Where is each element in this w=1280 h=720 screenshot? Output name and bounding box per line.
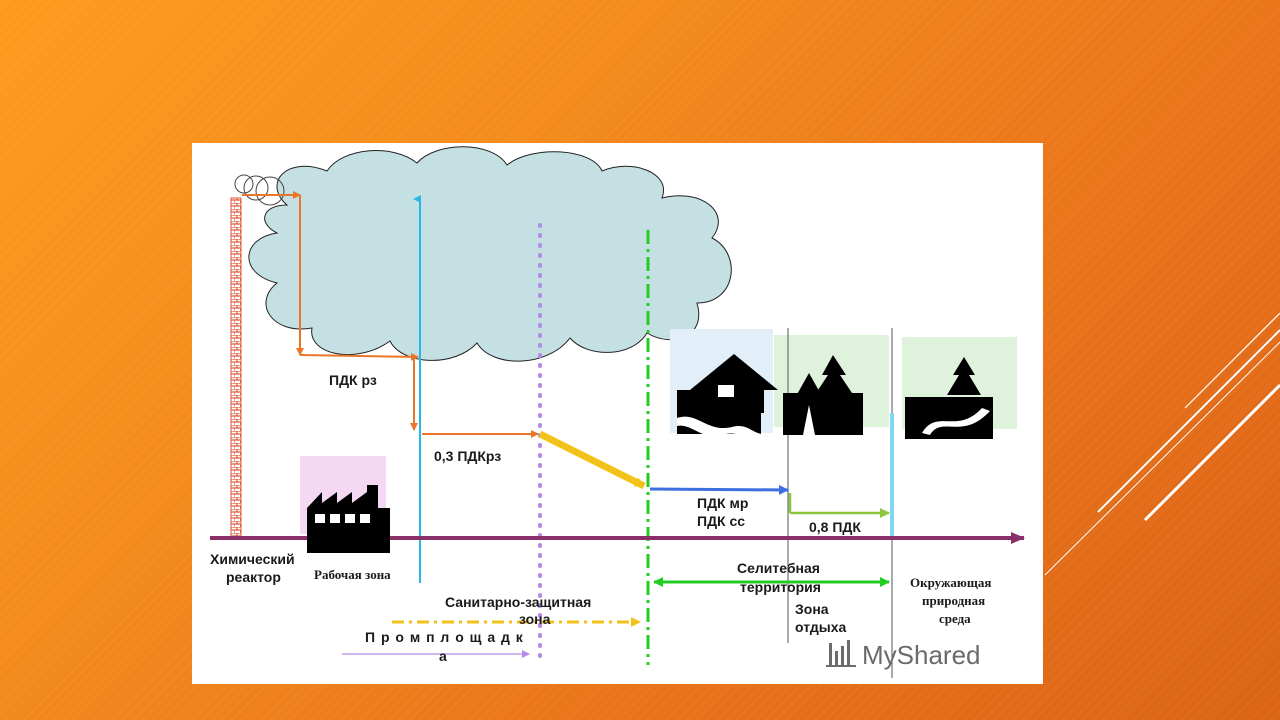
yellow-flow bbox=[538, 430, 646, 490]
forest-river-icon bbox=[905, 357, 993, 439]
pollution-dispersion-diagram: ПДК рз 0,3 ПДКрз ПДК мр ПДК сс 0,8 ПДК Х… bbox=[192, 143, 1043, 684]
label-environment-2: природная bbox=[922, 593, 986, 608]
label-residential-2: территория bbox=[740, 579, 821, 595]
label-work-zone: Рабочая зона bbox=[314, 567, 391, 582]
label-environment-3: среда bbox=[939, 611, 971, 626]
label-reactor-2: реактор bbox=[226, 569, 281, 585]
label-pdk-ss: ПДК сс bbox=[697, 513, 746, 529]
forest-tent-icon bbox=[783, 355, 863, 435]
label-pdk-mr: ПДК мр bbox=[697, 495, 749, 511]
label-pdk-rz: ПДК рз bbox=[329, 372, 377, 388]
chimney bbox=[230, 197, 242, 539]
orange-flow bbox=[242, 191, 539, 438]
house-icon bbox=[677, 354, 778, 443]
label-pdk-08: 0,8 ПДК bbox=[809, 519, 861, 535]
label-sanitary-1: Санитарно-защитная bbox=[445, 594, 592, 610]
factory-icon bbox=[307, 485, 390, 553]
watermark-chart-icon bbox=[826, 640, 856, 667]
label-pdk-03: 0,3 ПДКрз bbox=[434, 448, 502, 464]
label-recreation-1: Зона bbox=[795, 601, 829, 617]
label-environment-1: Окружающая bbox=[910, 575, 992, 590]
pollution-cloud bbox=[248, 146, 732, 362]
label-promplosh-2: а bbox=[439, 648, 447, 664]
lime-flow bbox=[788, 493, 890, 518]
label-reactor-1: Химический bbox=[210, 551, 295, 567]
smoke-puffs bbox=[234, 174, 285, 206]
label-promplosh-1: П р о м п л о щ а д к bbox=[365, 629, 524, 645]
watermark-text: MyShared bbox=[862, 640, 981, 670]
label-recreation-2: отдыха bbox=[795, 619, 847, 635]
label-sanitary-2: зона bbox=[519, 611, 551, 627]
blue-flow bbox=[649, 484, 789, 495]
label-residential-1: Селитебная bbox=[737, 560, 820, 576]
